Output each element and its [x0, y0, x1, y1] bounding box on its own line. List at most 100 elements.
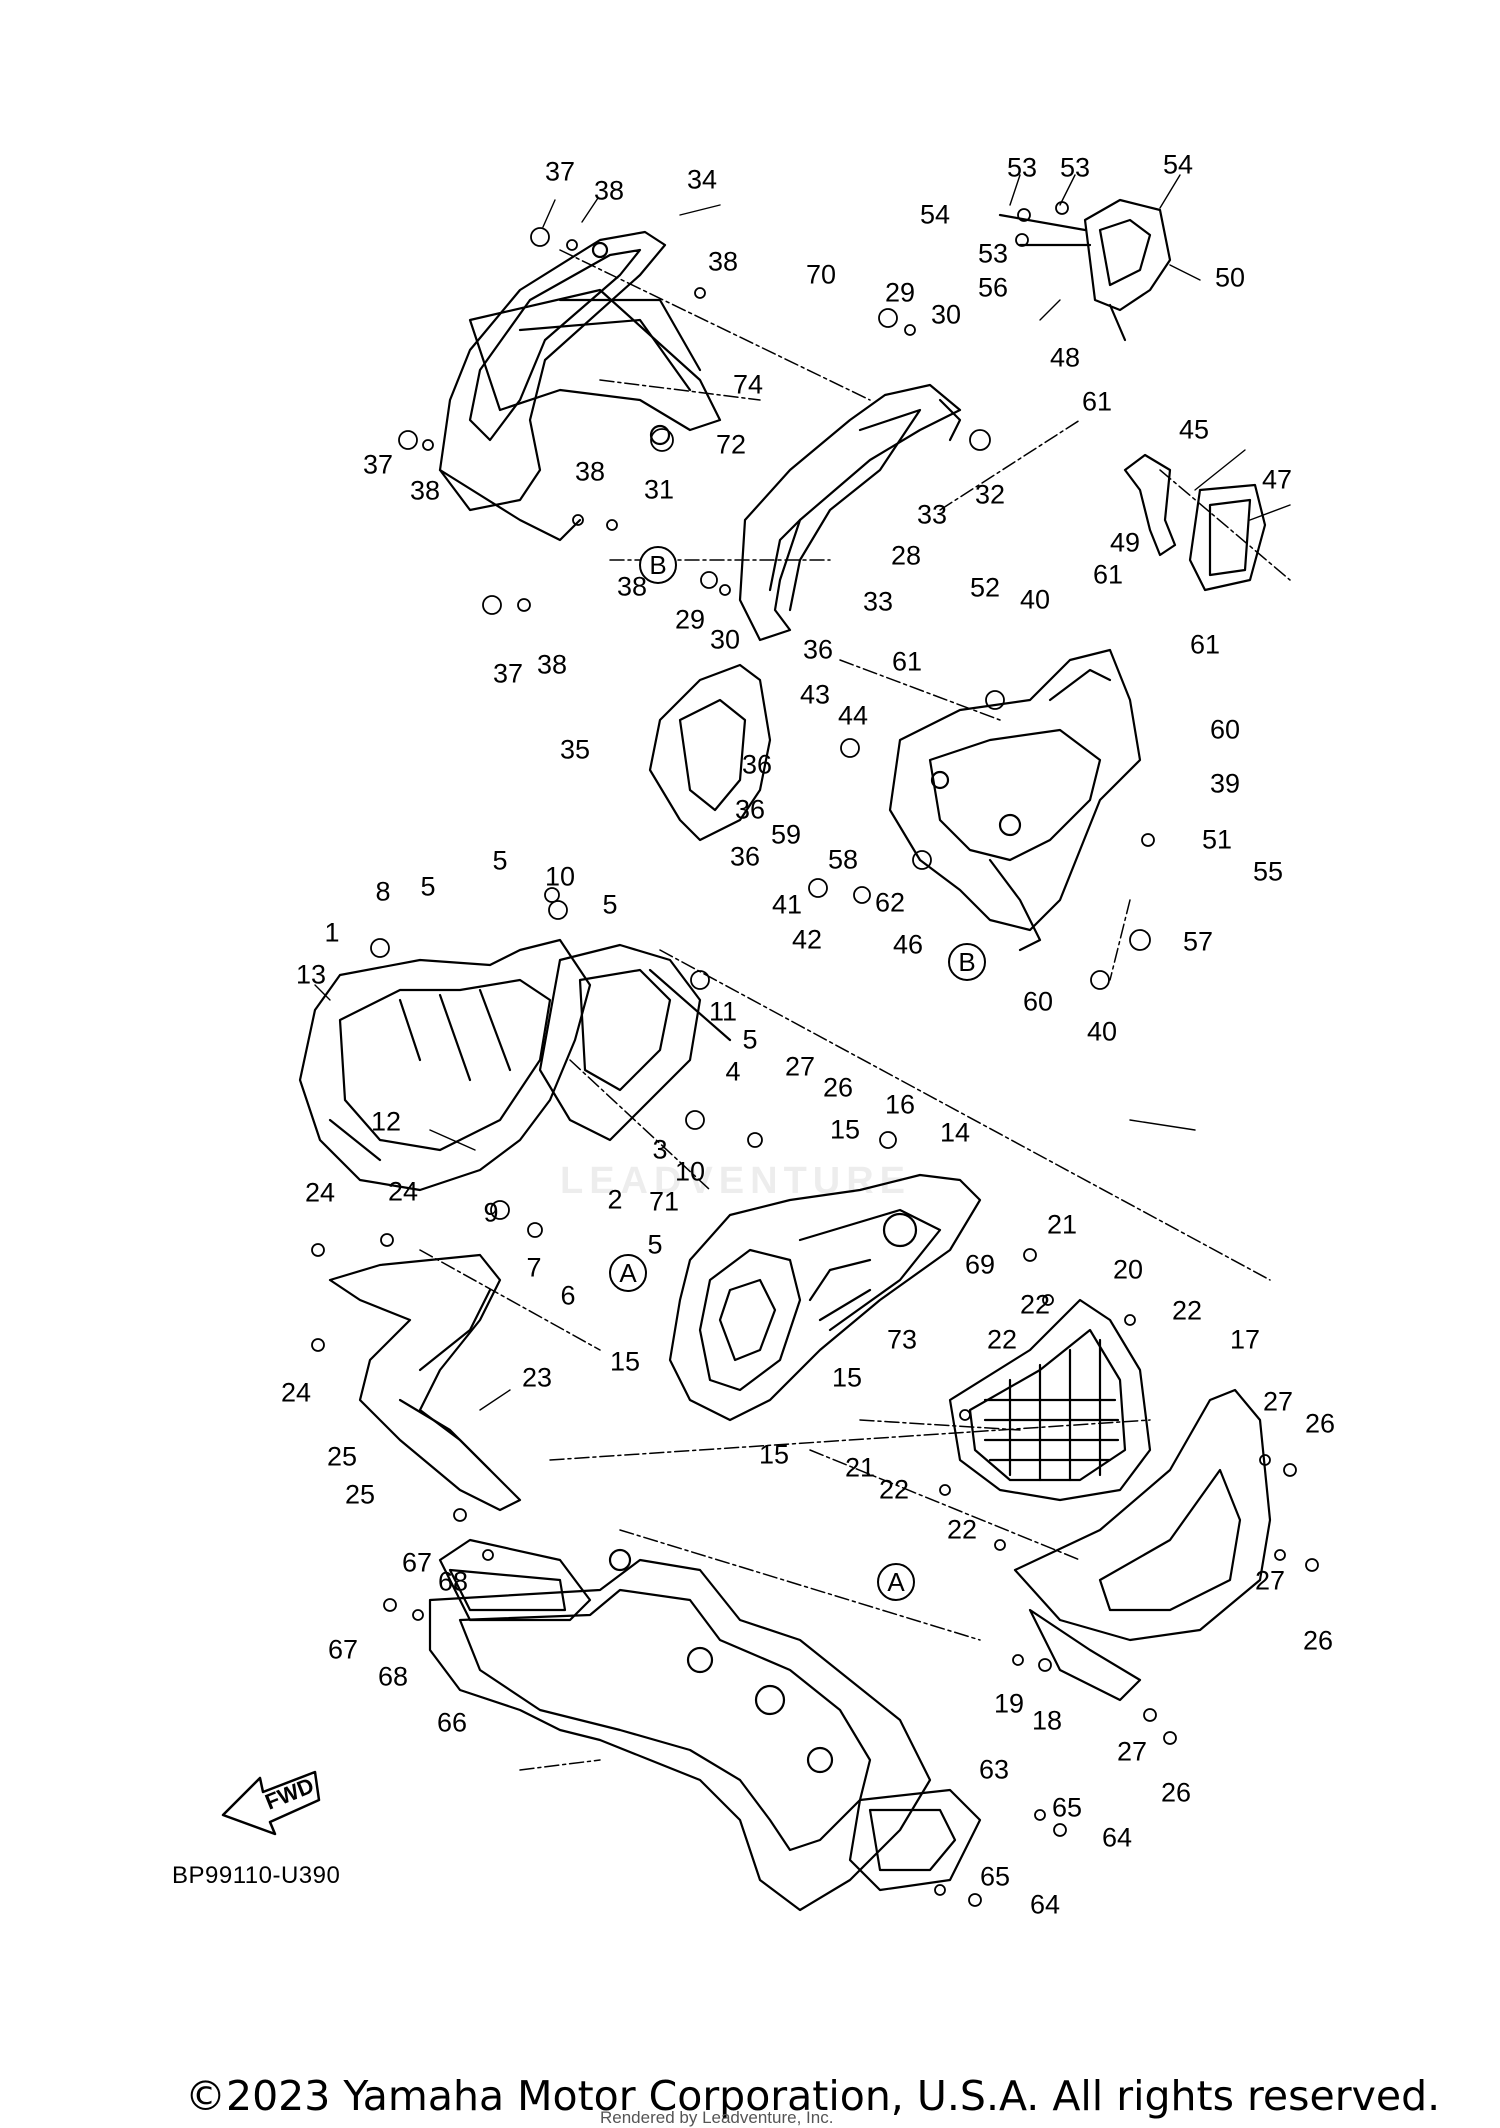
callout-29: 29 — [884, 277, 916, 308]
callout-15: 15 — [609, 1346, 641, 1377]
reference-letter-a: A — [877, 1563, 915, 1601]
callout-38: 38 — [593, 175, 625, 206]
center-panel-28 — [738, 383, 962, 642]
callout-27: 27 — [1116, 1736, 1148, 1767]
callout-27: 27 — [784, 1051, 816, 1082]
callout-61: 61 — [1092, 559, 1124, 590]
callout-38: 38 — [707, 246, 739, 277]
callout-42: 42 — [791, 924, 823, 955]
callout-5: 5 — [602, 889, 618, 920]
callout-55: 55 — [1252, 856, 1284, 887]
callout-22: 22 — [1019, 1289, 1051, 1320]
callout-53: 53 — [1059, 152, 1091, 183]
callout-2: 2 — [607, 1184, 623, 1215]
callout-36: 36 — [802, 634, 834, 665]
callout-9: 9 — [483, 1197, 499, 1228]
side-cowling-14 — [668, 1173, 982, 1422]
callout-14: 14 — [939, 1117, 971, 1148]
callout-5: 5 — [420, 871, 436, 902]
callout-27: 27 — [1254, 1565, 1286, 1596]
callout-65: 65 — [979, 1861, 1011, 1892]
callout-34: 34 — [686, 164, 718, 195]
callout-33: 33 — [916, 499, 948, 530]
callout-68: 68 — [437, 1566, 469, 1597]
callout-36: 36 — [741, 749, 773, 780]
callout-18: 18 — [1031, 1705, 1063, 1736]
callout-58: 58 — [827, 844, 859, 875]
inner-panel-4 — [538, 943, 732, 1142]
callout-40: 40 — [1086, 1016, 1118, 1047]
callout-43: 43 — [799, 679, 831, 710]
callout-56: 56 — [977, 272, 1009, 303]
callout-60: 60 — [1022, 986, 1054, 1017]
callout-26: 26 — [1302, 1625, 1334, 1656]
callout-17: 17 — [1229, 1324, 1261, 1355]
meter-bracket-39 — [888, 648, 1142, 952]
callout-39: 39 — [1209, 768, 1241, 799]
callout-25: 25 — [326, 1441, 358, 1472]
brackets-45-47 — [1123, 453, 1267, 592]
callout-10: 10 — [674, 1156, 706, 1187]
callout-19: 19 — [993, 1688, 1025, 1719]
callout-23: 23 — [521, 1362, 553, 1393]
callout-5: 5 — [647, 1229, 663, 1260]
fasteners — [311, 201, 1319, 1907]
callout-4: 4 — [725, 1056, 741, 1087]
callout-54: 54 — [919, 199, 951, 230]
reference-letter-a: A — [609, 1254, 647, 1292]
callout-61: 61 — [1081, 386, 1113, 417]
callout-26: 26 — [1160, 1777, 1192, 1808]
callout-48: 48 — [1049, 342, 1081, 373]
callout-7: 7 — [526, 1252, 542, 1283]
callout-15: 15 — [829, 1114, 861, 1145]
callout-33: 33 — [862, 586, 894, 617]
callout-30: 30 — [930, 299, 962, 330]
callout-37: 37 — [544, 156, 576, 187]
callout-29: 29 — [674, 604, 706, 635]
callout-60: 60 — [1209, 714, 1241, 745]
side-panel-35 — [648, 663, 772, 842]
callout-72: 72 — [715, 429, 747, 460]
callout-53: 53 — [1006, 152, 1038, 183]
callout-45: 45 — [1178, 414, 1210, 445]
callout-62: 62 — [874, 887, 906, 918]
callout-22: 22 — [946, 1514, 978, 1545]
callout-21: 21 — [844, 1452, 876, 1483]
callout-37: 37 — [492, 658, 524, 689]
callout-28: 28 — [890, 540, 922, 571]
callout-32: 32 — [974, 479, 1006, 510]
callout-74: 74 — [732, 369, 764, 400]
callout-52: 52 — [969, 572, 1001, 603]
reference-letter-b: B — [948, 943, 986, 981]
callout-5: 5 — [492, 845, 508, 876]
copyright-notice: ©2023 Yamaha Motor Corporation, U.S.A. A… — [185, 2072, 1441, 2120]
callout-54: 54 — [1162, 149, 1194, 180]
callout-8: 8 — [375, 876, 391, 907]
callout-24: 24 — [387, 1176, 419, 1207]
callout-24: 24 — [280, 1377, 312, 1408]
callout-20: 20 — [1112, 1254, 1144, 1285]
diagram-code: BP99110-U390 — [172, 1862, 341, 1889]
callout-leaders — [314, 174, 1291, 1411]
bracket-50 — [998, 198, 1172, 342]
callout-57: 57 — [1182, 926, 1214, 957]
callout-38: 38 — [574, 456, 606, 487]
callout-5: 5 — [742, 1024, 758, 1055]
callout-53: 53 — [977, 238, 1009, 269]
callout-69: 69 — [964, 1249, 996, 1280]
callout-59: 59 — [770, 819, 802, 850]
callout-36: 36 — [729, 841, 761, 872]
callout-25: 25 — [344, 1479, 376, 1510]
callout-36: 36 — [734, 794, 766, 825]
reference-letter-b: B — [639, 546, 677, 584]
callout-47: 47 — [1261, 464, 1293, 495]
lower-cowling-left-1 — [298, 938, 592, 1192]
callout-46: 46 — [892, 929, 924, 960]
callout-6: 6 — [560, 1280, 576, 1311]
callout-27: 27 — [1262, 1386, 1294, 1417]
callout-38: 38 — [536, 649, 568, 680]
callout-73: 73 — [886, 1324, 918, 1355]
callout-40: 40 — [1019, 584, 1051, 615]
